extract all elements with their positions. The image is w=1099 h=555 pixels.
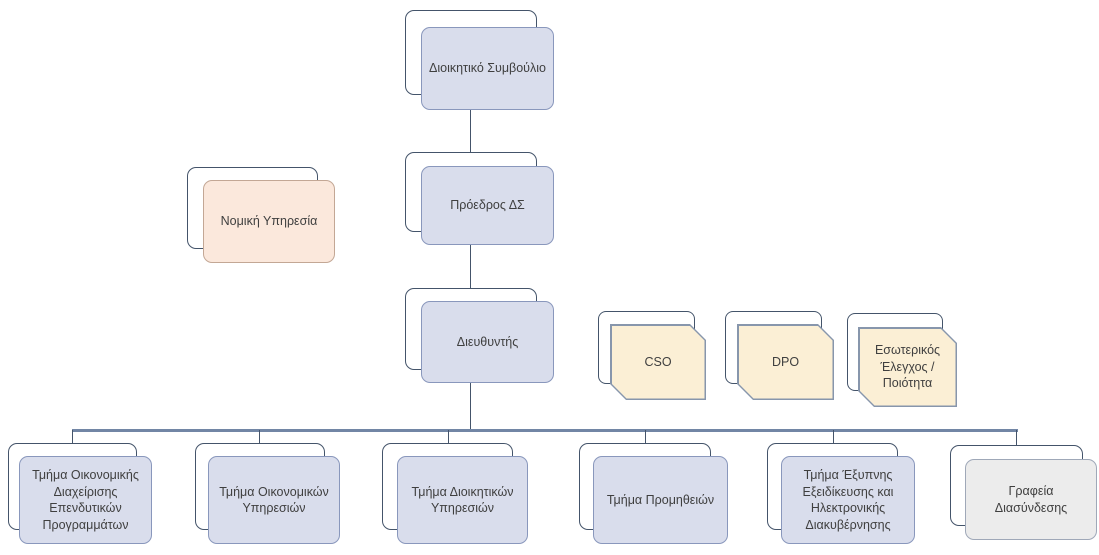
- chairman-label: Πρόεδρος ΔΣ: [450, 198, 525, 213]
- internal-audit-label: Εσωτερικός Έλεγχος / Ποιότητα: [874, 343, 941, 391]
- connector-chairman-director: [470, 245, 472, 289]
- org-node-director: Διευθυντής: [421, 301, 554, 383]
- liaison-label: Γραφεία Διασύνδεσης: [994, 484, 1068, 515]
- director-label: Διευθυντής: [456, 334, 519, 349]
- org-node-dept-smart: Τμήμα Έξυπνης Εξειδίκευσης και Ηλεκτρονι…: [781, 456, 915, 544]
- connector-board-chairman: [470, 110, 472, 153]
- org-node-chairman: Πρόεδρος ΔΣ: [421, 166, 554, 245]
- org-node-dpo: DPO: [737, 324, 834, 400]
- internal-audit-fill: [860, 329, 956, 406]
- org-node-dept-financial: Τμήμα Οικονομικών Υπηρεσιών: [208, 456, 340, 544]
- cso-label: CSO: [644, 354, 672, 369]
- dept-smart-label: Τμήμα Έξυπνης Εξειδίκευσης και Ηλεκτρονι…: [802, 468, 894, 532]
- org-node-board: Διοικητικό Συμβούλιο: [421, 27, 554, 110]
- connector-drop-dept-admin: [448, 430, 450, 444]
- org-node-legal: Νομική Υπηρεσία: [203, 180, 335, 263]
- org-node-dept-procurement: Τμήμα Προμηθειών: [593, 456, 728, 544]
- connector-drop-dept-investment: [72, 430, 74, 444]
- connector-drop-dept-financial: [259, 430, 261, 444]
- org-node-liaison: Γραφεία Διασύνδεσης: [965, 459, 1097, 540]
- connector-drop-dept-smart: [833, 430, 835, 444]
- connector-drop-dept-procurement: [645, 430, 647, 444]
- org-node-cso: CSO: [610, 324, 706, 400]
- org-node-dept-investment: Τμήμα Οικονομικής Διαχείρισης Επενδυτικώ…: [19, 456, 152, 544]
- legal-label: Νομική Υπηρεσία: [220, 214, 318, 229]
- connector-bus: [72, 429, 1018, 432]
- dept-procurement-label: Τμήμα Προμηθειών: [606, 492, 715, 507]
- connector-director-bus: [470, 383, 472, 430]
- dept-investment-label: Τμήμα Οικονομικής Διαχείρισης Επενδυτικώ…: [32, 468, 139, 532]
- dpo-label: DPO: [771, 354, 800, 369]
- connector-drop-liaison: [1016, 430, 1018, 446]
- org-node-internal-audit: Εσωτερικός Έλεγχος / Ποιότητα: [858, 327, 957, 407]
- cso-fill: [612, 326, 705, 399]
- dpo-fill: [739, 326, 833, 399]
- org-node-dept-admin: Τμήμα Διοικητικών Υπηρεσιών: [397, 456, 528, 544]
- dept-admin-label: Τμήμα Διοικητικών Υπηρεσιών: [411, 484, 514, 516]
- board-label: Διοικητικό Συμβούλιο: [428, 61, 547, 76]
- dept-financial-label: Τμήμα Οικονομικών Υπηρεσιών: [219, 484, 329, 516]
